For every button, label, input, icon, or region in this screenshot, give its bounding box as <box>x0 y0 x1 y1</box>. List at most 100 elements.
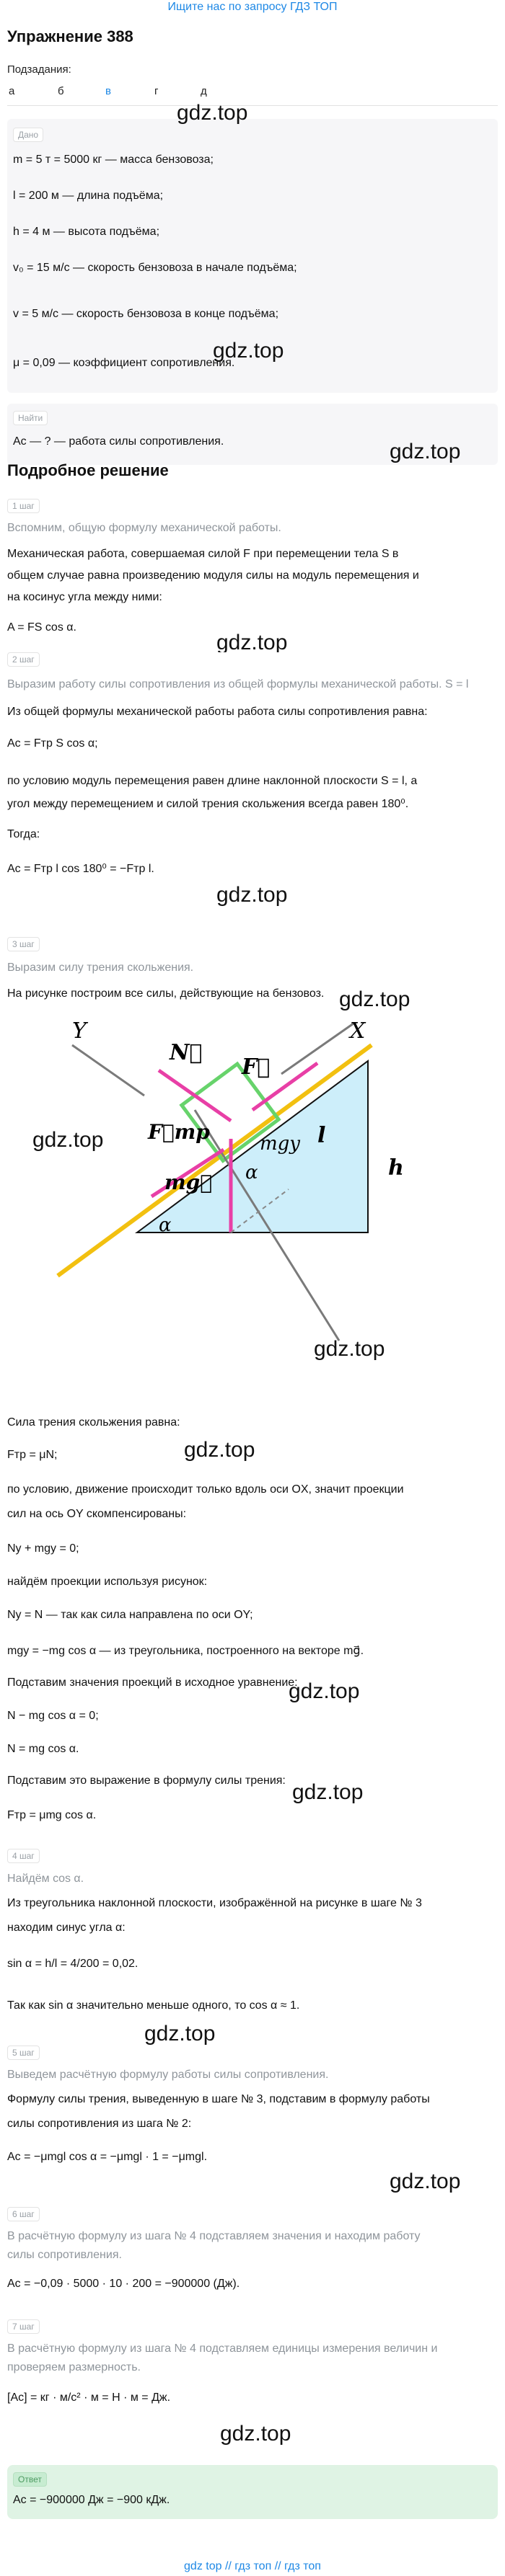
step-text: На рисунке построим все силы, действующи… <box>7 987 325 1000</box>
watermark: gdz.top <box>390 2169 461 2193</box>
watermark: gdz.top <box>213 339 284 363</box>
given-chip: Дано <box>13 128 44 142</box>
watermark: gdz.top <box>339 987 410 1011</box>
label-alpha-base: α <box>159 1214 172 1236</box>
page-title: Упражнение 388 <box>7 27 133 45</box>
truck-box <box>179 1061 281 1163</box>
subtasks-label: Подзадания: <box>7 63 71 76</box>
given-line: v₀ = 15 м/с — скорость бензовоза в начал… <box>13 262 297 274</box>
step-hint: Вспомним, общую формулу механической раб… <box>7 522 281 534</box>
label-mg: mg⃗ <box>164 1171 212 1194</box>
step-formula: Aс = −0,09 · 5000 · 10 · 200 = −900000 (… <box>7 2278 240 2290</box>
step-3-head: 3 шаг Выразим силу трения скольжения. На… <box>7 937 498 1000</box>
step-text: Механическая работа, совершаемая силой F… <box>7 548 399 560</box>
tab-a[interactable]: а <box>9 85 15 97</box>
step-hint: Найдём cos α. <box>7 1873 84 1885</box>
answer-formula: Aс = −900000 Дж = −900 кДж. <box>13 2494 170 2506</box>
watermark: gdz.top <box>177 101 248 125</box>
step-hint: силы сопротивления. <box>7 2249 122 2261</box>
step-formula: Ny + mgy = 0; <box>7 1542 79 1555</box>
step-formula: Aс = Fтр S cos α; <box>7 737 98 750</box>
given-line: l = 200 м — длина подъёма; <box>13 190 164 202</box>
step-formula: sin α = h/l = 4/200 = 0,02. <box>7 1958 139 1970</box>
step-chip: 2 шаг <box>7 652 40 667</box>
watermark: gdz.top <box>32 1128 104 1152</box>
tabs-divider <box>7 105 498 106</box>
step-hint: Выразим работу силы сопротивления из общ… <box>7 678 469 690</box>
step-chip: 3 шаг <box>7 937 40 951</box>
watermark: gdz.top <box>184 1438 255 1462</box>
step-text: по условию модуль перемещения равен длин… <box>7 775 418 787</box>
step-text: Тогда: <box>7 828 40 840</box>
step-1: 1 шаг Вспомним, общую формулу механическ… <box>7 497 498 634</box>
label-alpha-top: α <box>245 1162 258 1183</box>
tab-d[interactable]: д <box>201 85 207 97</box>
watermark: gdz.top <box>390 440 461 463</box>
find-chip: Найти <box>13 411 48 425</box>
step-text: Так как sin α значительно меньше одного,… <box>7 1999 300 2012</box>
forces-diagram: Y X N⃗ F⃗ F⃗тр mg⃗ mgy α α l h <box>56 1018 404 1341</box>
step-hint: В расчётную формулу из шага № 4 подставл… <box>7 2342 438 2355</box>
step-text: находим синус угла α: <box>7 1922 126 1934</box>
given-box: Дано m = 5 т = 5000 кг — масса бензовоза… <box>7 119 498 393</box>
find-line: Aс — ? — работа силы сопротивления. <box>13 435 224 448</box>
x-axis <box>281 1022 354 1075</box>
step-formula: Ny = N — так как сила направлена по оси … <box>7 1609 253 1621</box>
step-chip: 5 шаг <box>7 2046 40 2060</box>
vector-f <box>251 1061 319 1112</box>
incline-triangle <box>134 1060 369 1233</box>
y-axis <box>71 1044 145 1097</box>
label-ftr: F⃗тр <box>147 1120 210 1144</box>
top-link[interactable]: Ищите нас по запросу ГДЗ ТОП <box>167 1 338 13</box>
step-chip: 7 шаг <box>7 2319 40 2334</box>
step-text: Подставим это выражение в формулу силы т… <box>7 1775 286 1787</box>
label-l: l <box>317 1123 325 1148</box>
incline-surface <box>56 1043 373 1278</box>
step-formula: Fтр = μN; <box>7 1449 58 1461</box>
step-formula: Aс = −μmgl cos α = −μmgl · 1 = −μmgl. <box>7 2151 208 2163</box>
answer-chip: Ответ <box>13 2472 47 2487</box>
step-formula: N = mg cos α. <box>7 1743 79 1755</box>
step-chip: 4 шаг <box>7 1849 40 1863</box>
subtask-tabs: а б в г д <box>7 85 498 107</box>
step-formula: Fтр = μmg cos α. <box>7 1809 97 1821</box>
step-text: общем случае равна произведению модуля с… <box>7 569 419 582</box>
step-text: Формулу силы трения, выведенную в шаге №… <box>7 2093 430 2105</box>
label-mgy: mgy <box>260 1133 300 1155</box>
tab-g[interactable]: г <box>154 85 159 97</box>
tab-v[interactable]: в <box>105 85 111 97</box>
vector-ftr <box>150 1147 225 1199</box>
solution-title: Подробное решение <box>7 461 169 479</box>
step-text: силы сопротивления из шага № 2: <box>7 2118 192 2130</box>
given-line: μ = 0,09 — коэффициент сопротивления. <box>13 357 235 369</box>
step-2: 2 шаг Выразим работу силы сопротивления … <box>7 652 498 919</box>
footer-links[interactable]: gdz top // гдз топ // гдз топ <box>184 2560 321 2572</box>
label-x: X <box>348 1018 366 1044</box>
step-hint: Выведем расчётную формулу работы силы со… <box>7 2069 329 2081</box>
label-n: N⃗ <box>169 1040 202 1065</box>
step-formula: [Aс] = кг · м/с² · м = Н · м = Дж. <box>7 2391 171 2404</box>
label-h: h <box>388 1155 404 1181</box>
step-text: угол между перемещением и силой трения с… <box>7 798 409 810</box>
given-line: h = 4 м — высота подъёма; <box>13 226 160 238</box>
dashed-projection <box>230 1189 289 1233</box>
tab-b[interactable]: б <box>58 85 64 97</box>
step-chip: 1 шаг <box>7 499 40 513</box>
step-text: по условию, движение происходит только в… <box>7 1483 404 1496</box>
given-line: v = 5 м/с — скорость бензовоза в конце п… <box>13 308 279 320</box>
vector-n <box>157 1068 232 1123</box>
find-box: Найти Aс — ? — работа силы сопротивления… <box>7 404 498 465</box>
step-formula: Aс = Fтр l cos 180⁰ = −Fтр l. <box>7 863 154 875</box>
watermark: gdz.top <box>144 2022 216 2046</box>
label-f: F⃗ <box>241 1054 270 1080</box>
watermark: gdz.top <box>220 2422 291 2446</box>
watermark: gdz.top <box>216 883 288 907</box>
watermark: gdz.top <box>216 631 288 654</box>
label-y: Y <box>72 1018 89 1044</box>
step-text: Из треугольника наклонной плоскости, изо… <box>7 1897 422 1909</box>
step-text: найдём проекции используя рисунок: <box>7 1576 208 1588</box>
step-text: на косинус угла между ними: <box>7 591 162 603</box>
answer-box: Ответ Aс = −900000 Дж = −900 кДж. <box>7 2465 498 2519</box>
step-hint: В расчётную формулу из шага № 4 подставл… <box>7 2230 421 2242</box>
step-text: Сила трения скольжения равна: <box>7 1416 180 1429</box>
